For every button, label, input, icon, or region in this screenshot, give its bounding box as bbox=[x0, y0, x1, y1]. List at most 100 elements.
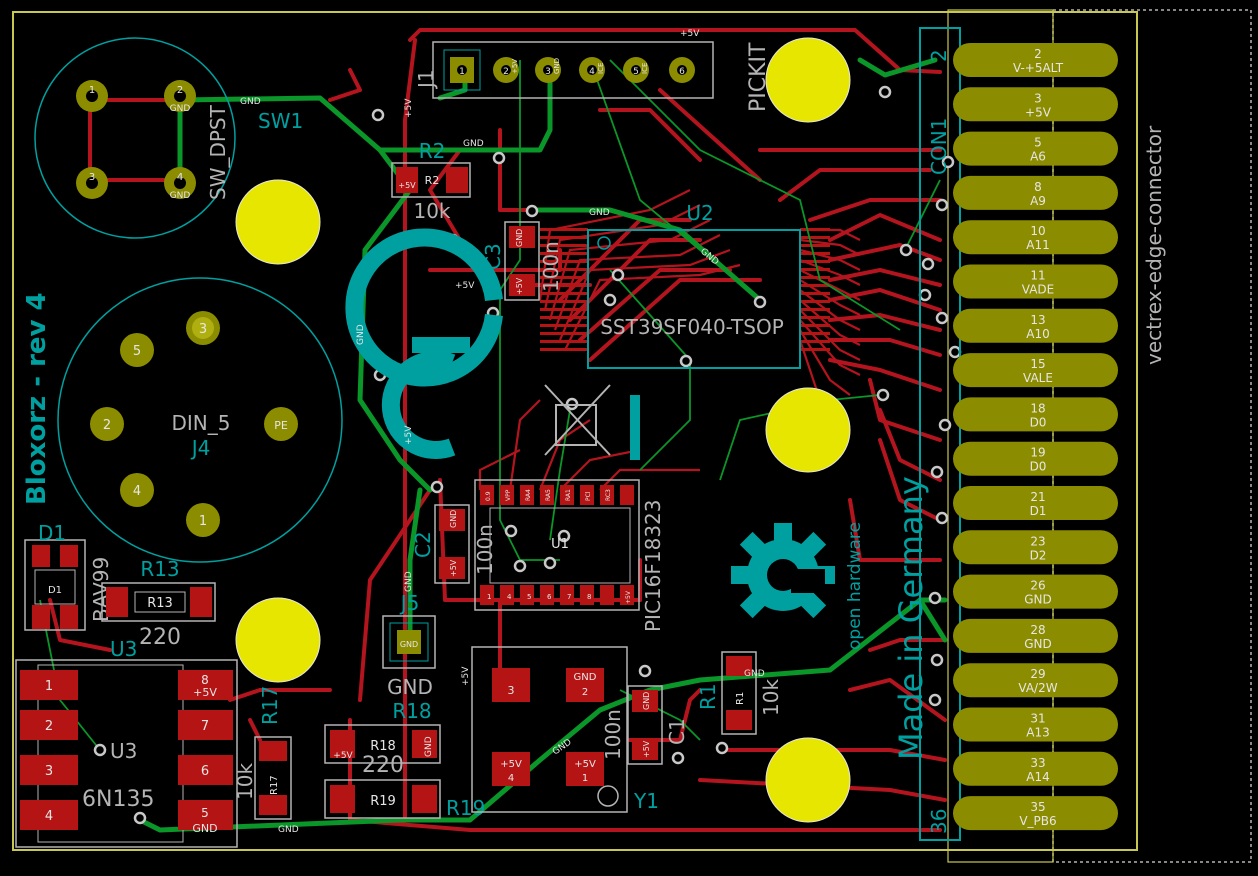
j1-pin-2: 2 bbox=[503, 67, 509, 77]
edge-finger-pad bbox=[953, 707, 1118, 742]
c3-value: 100n bbox=[539, 241, 563, 292]
edge-finger-number: 13 bbox=[1030, 313, 1045, 327]
edge-finger-net: A9 bbox=[1030, 194, 1046, 208]
u1-pin-0: 0.9 bbox=[485, 491, 492, 501]
edge-finger-pad bbox=[953, 751, 1118, 786]
j1-pin-name-4: ICE bbox=[597, 63, 605, 74]
d1-diode: D1 D1 BAV99 bbox=[24, 521, 113, 631]
u1-ref-fab: U1 bbox=[551, 537, 569, 552]
r18-pad-5v: +5V bbox=[333, 751, 353, 761]
net-gnd-2: GND bbox=[589, 208, 610, 218]
sw1-pin-4-net: GND bbox=[170, 191, 191, 201]
j1-pin-3: 3 bbox=[545, 67, 551, 77]
board-title: Bloxorz - rev 4 bbox=[22, 292, 52, 505]
r1-resistor: R1 R1 10k GND bbox=[696, 651, 783, 735]
u3-ref-fab: U3 bbox=[110, 739, 137, 763]
net-5v-top: +5V bbox=[680, 29, 700, 39]
u3-pin-4: 4 bbox=[45, 809, 53, 824]
edge-finger: 8A9 bbox=[953, 175, 1118, 210]
edge-finger-net: V-+5ALT bbox=[1013, 61, 1064, 75]
c2-pad-5v: +5V bbox=[449, 559, 458, 577]
net-5v-1: +5V bbox=[455, 281, 475, 291]
d1-ref: D1 bbox=[38, 521, 66, 545]
edge-outline bbox=[947, 9, 1054, 863]
u2-flash: U2 SST39SF040-TSOP bbox=[587, 201, 801, 369]
made-in-text: Made in Germany bbox=[892, 476, 930, 760]
ce-logo bbox=[345, 228, 503, 459]
r2-fab: R2 bbox=[425, 174, 440, 187]
r13-value: 220 bbox=[139, 625, 181, 650]
j1-pin-name-3: GND bbox=[553, 58, 561, 74]
edge-connector-label: vectrex-edge-connector bbox=[1142, 125, 1166, 365]
c3-pad-gnd: GND bbox=[515, 229, 524, 247]
u3-pin-1: 1 bbox=[45, 679, 53, 694]
j1-pin-name-2: +5V bbox=[511, 59, 519, 74]
open-hardware-text: open hardware bbox=[845, 522, 865, 650]
weee-icon bbox=[544, 384, 640, 460]
vias bbox=[93, 85, 962, 825]
r17-ref: R17 bbox=[258, 686, 282, 725]
y1-pin-1-net: +5V bbox=[574, 759, 596, 770]
y1-pin-4: 4 bbox=[508, 773, 514, 784]
y1-pin-1: 1 bbox=[582, 773, 588, 784]
edge-finger-pad bbox=[953, 796, 1118, 831]
edge-finger-number: 23 bbox=[1030, 534, 1045, 548]
y1-5v-net: +5V bbox=[461, 666, 471, 686]
edge-finger-net: V_PB6 bbox=[1019, 814, 1056, 828]
u1-pin-ra4: RA4 bbox=[525, 489, 532, 501]
c1-pad-gnd: GND bbox=[642, 692, 651, 710]
edge-finger-net: VADE bbox=[1022, 283, 1054, 297]
u3-pin-8: 8 bbox=[201, 673, 209, 687]
net-gnd-7: GND bbox=[278, 825, 299, 835]
edge-finger-pad bbox=[953, 87, 1118, 122]
j4-ref: J4 bbox=[190, 436, 211, 460]
c3-pad-5v: +5V bbox=[515, 277, 524, 295]
u2-ref: U2 bbox=[686, 201, 713, 225]
u1-pin-pcl: PCl bbox=[585, 491, 592, 501]
open-hardware-logo: open hardware bbox=[731, 522, 865, 650]
edge-finger-net: D1 bbox=[1030, 504, 1047, 518]
edge-finger-net: A13 bbox=[1026, 726, 1049, 740]
r1-pad-gnd: GND bbox=[744, 669, 765, 679]
edge-finger-pad bbox=[953, 441, 1118, 476]
j1-pin-6: 6 bbox=[679, 67, 685, 77]
edge-finger-net: VA/2W bbox=[1018, 681, 1057, 695]
j5-ref: J5 bbox=[399, 591, 420, 615]
net-5v-2: +5V bbox=[404, 425, 414, 445]
edge-fingers: 2V-+5ALT3+5V5A68A910A1111VADE13A1015VALE… bbox=[953, 43, 1118, 831]
r2-resistor: R2 +5V R2 10k bbox=[391, 139, 471, 223]
edge-finger-pad bbox=[953, 43, 1118, 77]
edge-finger-number: 5 bbox=[1034, 136, 1042, 150]
mounting-holes bbox=[235, 37, 851, 823]
j1-pin-1: 1 bbox=[459, 67, 465, 77]
c1-pad-5v: +5V bbox=[642, 740, 651, 758]
c2-value: 100n bbox=[473, 524, 497, 575]
edge-finger-net: A14 bbox=[1026, 770, 1049, 784]
r13-ref: R13 bbox=[140, 557, 179, 581]
u3-pin-5-net: GND bbox=[192, 822, 217, 835]
edge-finger-pad bbox=[953, 574, 1118, 609]
c2-pad-gnd: GND bbox=[449, 510, 458, 528]
j5-testpoint: GND J5 GND bbox=[382, 591, 436, 699]
edge-finger-number: 3 bbox=[1034, 91, 1042, 105]
y1-ref: Y1 bbox=[633, 789, 659, 813]
j1-pin-4: 4 bbox=[589, 67, 595, 77]
sw1-gnd-net: GND bbox=[240, 97, 261, 107]
edge-finger-number: 21 bbox=[1030, 490, 1045, 504]
net-gnd-3: GND bbox=[356, 324, 366, 345]
j5-pin: GND bbox=[400, 640, 418, 649]
y1-oscillator: 3 GND 2 +5V 4 +5V 1 Y1 100n +5V bbox=[461, 646, 659, 813]
edge-finger-number: 11 bbox=[1030, 269, 1045, 283]
u3-pin-5: 5 bbox=[201, 806, 209, 820]
edge-finger-pad bbox=[953, 618, 1118, 653]
y1-pin-2-net: GND bbox=[574, 672, 597, 683]
j1-pin-5: 5 bbox=[633, 67, 639, 77]
